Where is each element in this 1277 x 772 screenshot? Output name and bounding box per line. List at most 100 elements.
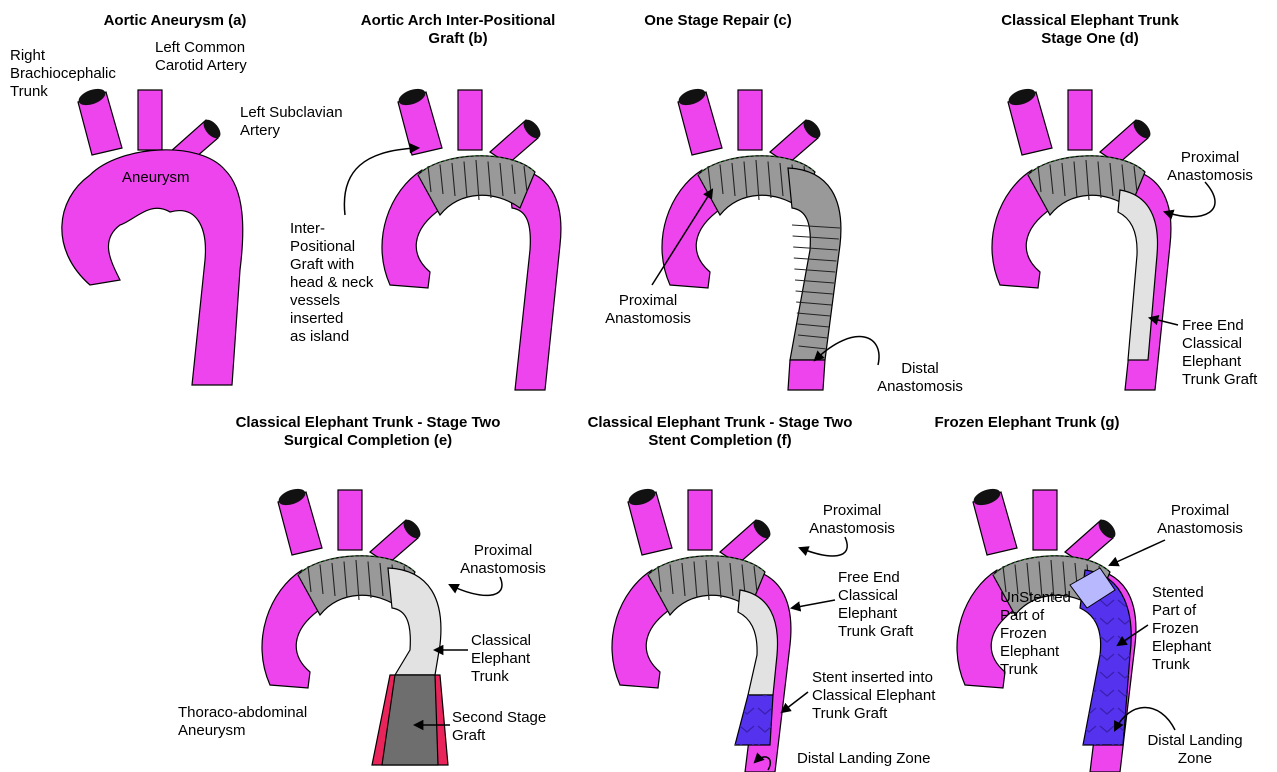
panel-title-line: Graft (b) (428, 30, 487, 47)
subclavian-label: Left SubclavianArtery (240, 104, 343, 139)
proximal-label-line: Proximal (1181, 149, 1239, 166)
carotid-vessel (688, 490, 712, 550)
interpositional-label-line: head & neck (290, 274, 374, 291)
classical-label-line: Trunk (471, 668, 509, 685)
proximal-arrow (1110, 540, 1165, 565)
thoraco-label-line: Aneurysm (178, 722, 246, 739)
carotid-label: Left CommonCarotid Artery (155, 39, 247, 74)
panel-f-stent-completion: Classical Elephant Trunk - Stage TwoSten… (588, 414, 937, 772)
landing-label-line: Distal Landing Zone (797, 750, 930, 767)
panel-title-line: Aortic Arch Inter-Positional (361, 12, 555, 29)
unstented-label-line: UnStented (1000, 589, 1071, 606)
free-end-label-line: Classical (1182, 335, 1242, 352)
proximal-label-line: Proximal (823, 502, 881, 519)
proximal-label-line: Anastomosis (605, 310, 691, 327)
stent-arrow (782, 692, 808, 712)
proximal-label-line: Anastomosis (809, 520, 895, 537)
second-stage-label-line: Second Stage (452, 709, 546, 726)
free-end-label-line: Classical (838, 587, 898, 604)
subclavian-label-line: Left Subclavian (240, 104, 343, 121)
interpositional-label-line: as island (290, 328, 349, 345)
stented-label-line: Frozen (1152, 620, 1199, 637)
unstented-label-line: Frozen (1000, 625, 1047, 642)
proximal-label-line: Anastomosis (1167, 167, 1253, 184)
stented-label-line: Part of (1152, 602, 1197, 619)
stent-label-line: Stent inserted into (812, 669, 933, 686)
second-stage-label-line: Graft (452, 727, 486, 744)
carotid-vessel (738, 90, 762, 150)
unstented-label-line: Part of (1000, 607, 1045, 624)
proximal-label-line: Anastomosis (1157, 520, 1243, 537)
panel-title-line: Frozen Elephant Trunk (g) (934, 414, 1119, 431)
classical-label-line: Elephant (471, 650, 531, 667)
proximal-label-line: Proximal (619, 292, 677, 309)
subclavian-label-line: Artery (240, 122, 281, 139)
panel-title-line: One Stage Repair (c) (644, 12, 792, 29)
free-end-label-line: Elephant (1182, 353, 1242, 370)
brachiocephalic-label-line: Trunk (10, 83, 48, 100)
proximal-arrow (450, 577, 502, 595)
carotid-vessel (338, 490, 362, 550)
interpositional-label-line: vessels (290, 292, 340, 309)
distal-label-line: Anastomosis (877, 378, 963, 395)
descending-graft (788, 168, 841, 360)
aneurysm-label-line: Aneurysm (122, 169, 190, 186)
proximal-label: ProximalAnastomosis (809, 502, 895, 537)
panel-title-line: Surgical Completion (e) (284, 432, 452, 449)
free-end-label-line: Elephant (838, 605, 898, 622)
panel-title: One Stage Repair (c) (644, 12, 792, 29)
free-end-label-line: Trunk Graft (838, 623, 914, 640)
carotid-vessel (138, 90, 162, 150)
carotid-vessel (458, 90, 482, 150)
panel-title-line: Classical Elephant Trunk - Stage Two (236, 414, 501, 431)
carotid-label-line: Carotid Artery (155, 57, 247, 74)
stented-label: StentedPart ofFrozenElephantTrunk (1152, 584, 1212, 673)
proximal-arrow (1165, 182, 1215, 217)
carotid-vessel (1033, 490, 1057, 550)
panel-title-line: Stage One (d) (1041, 30, 1139, 47)
stented-label-line: Trunk (1152, 656, 1190, 673)
free-end-label-line: Free End (838, 569, 900, 586)
proximal-label: ProximalAnastomosis (605, 292, 691, 327)
landing-label-line: Distal Landing (1147, 732, 1242, 749)
proximal-label-line: Proximal (474, 542, 532, 559)
classical-label-line: Classical (471, 632, 531, 649)
panel-title: Aortic Arch Inter-PositionalGraft (b) (361, 12, 555, 47)
brachiocephalic-label-line: Brachiocephalic (10, 65, 116, 82)
proximal-label: ProximalAnastomosis (460, 542, 546, 577)
stent-pattern (735, 695, 773, 745)
stent-label-line: Trunk Graft (812, 705, 888, 722)
free-end-label-line: Free End (1182, 317, 1244, 334)
panel-title-line: Stent Completion (f) (648, 432, 791, 449)
unstented-label-line: Elephant (1000, 643, 1060, 660)
panel-title: Classical Elephant Trunk - Stage TwoSurg… (236, 414, 501, 449)
proximal-label-line: Proximal (1171, 502, 1229, 519)
panel-title-line: Classical Elephant Trunk - Stage Two (588, 414, 853, 431)
carotid-label-line: Left Common (155, 39, 245, 56)
stented-label-line: Elephant (1152, 638, 1212, 655)
free-end-arrow (792, 600, 835, 608)
panel-d-elephant-trunk-stage-one: Classical Elephant TrunkStage One (d) Pro… (992, 12, 1258, 390)
free-end-label-line: Trunk Graft (1182, 371, 1258, 388)
panel-title-line: Classical Elephant Trunk (1001, 12, 1179, 29)
interpositional-label-line: Inter- (290, 220, 325, 237)
thoraco-label-line: Thoraco-abdominal (178, 704, 307, 721)
interpositional-label-line: inserted (290, 310, 343, 327)
proximal-arrow (800, 537, 847, 556)
interpositional-label: Inter-PositionalGraft withhead & neckves… (290, 220, 374, 345)
stented-label-line: Stented (1152, 584, 1204, 601)
stent-label-line: Classical Elephant (812, 687, 936, 704)
panel-title: Aortic Aneurysm (a) (104, 12, 247, 29)
